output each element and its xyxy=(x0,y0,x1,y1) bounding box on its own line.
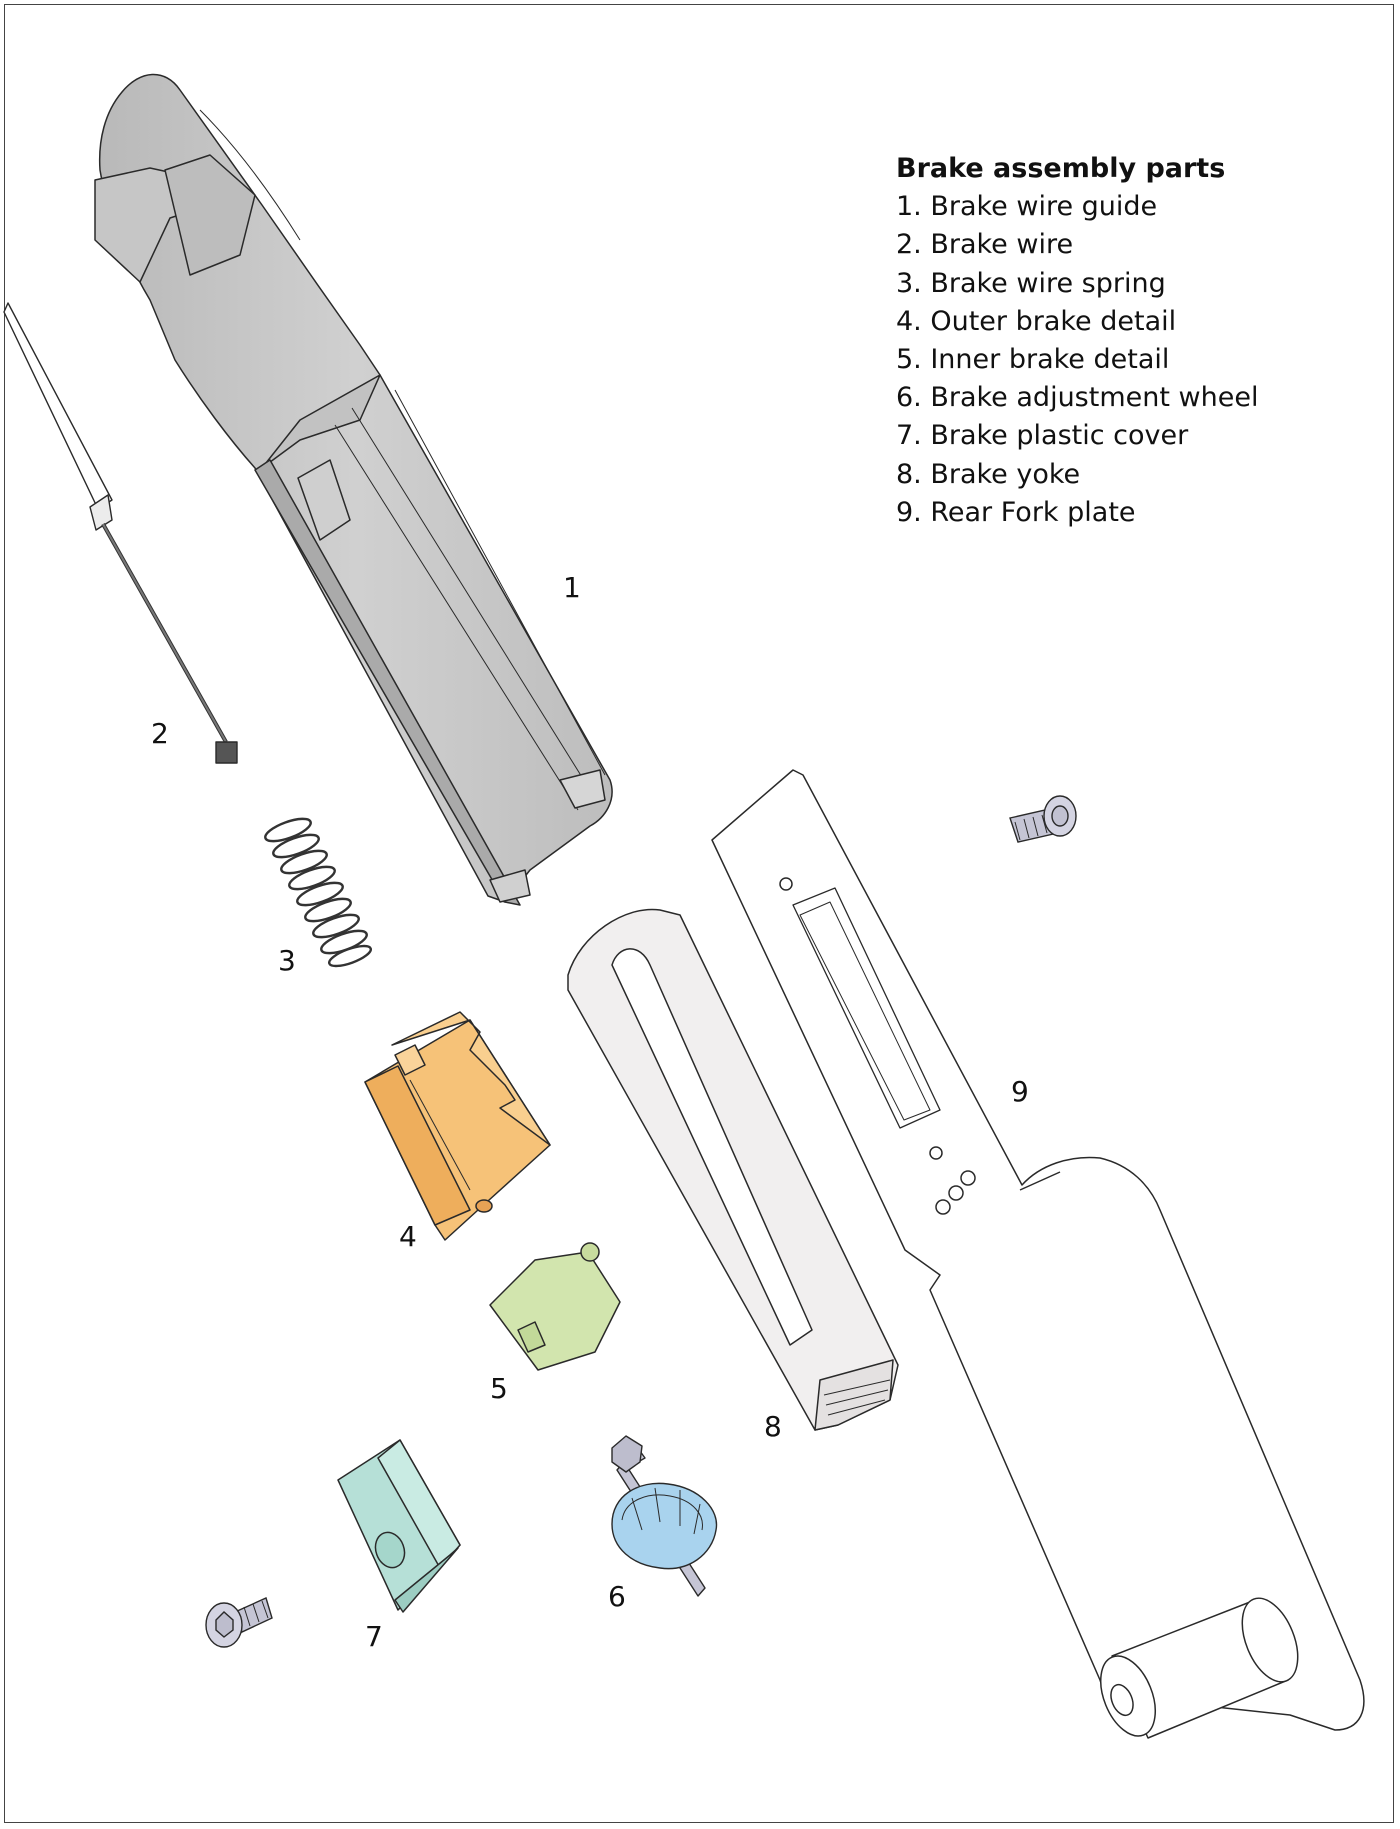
callout-8: 8 xyxy=(764,1410,782,1443)
legend-title: Brake assembly parts xyxy=(896,153,1226,184)
callout-2: 2 xyxy=(151,717,169,750)
brake-yoke-part xyxy=(567,908,899,1431)
outer-brake-detail-part xyxy=(364,1011,551,1241)
legend-item-9: 9. Rear Fork plate xyxy=(896,496,1136,528)
diagram-frame xyxy=(4,4,1394,1823)
callout-6: 6 xyxy=(608,1580,626,1613)
brake-plastic-cover-part xyxy=(337,1439,461,1613)
inner-brake-detail-part xyxy=(489,1242,621,1371)
legend-item-3: 3. Brake wire spring xyxy=(896,267,1166,299)
callout-1: 1 xyxy=(563,571,581,604)
rear-fork-plate-part xyxy=(711,769,1365,1739)
callout-9: 9 xyxy=(1011,1075,1029,1108)
legend-item-4: 4. Outer brake detail xyxy=(896,305,1177,337)
plastic-cover-screw xyxy=(205,1597,273,1648)
callout-4: 4 xyxy=(399,1220,417,1253)
legend-item-5: 5. Inner brake detail xyxy=(896,344,1170,376)
legend: Brake assembly parts 1. Brake wire guide… xyxy=(896,150,1258,532)
fork-plate-screw xyxy=(1009,795,1077,843)
legend-item-8: 8. Brake yoke xyxy=(896,458,1081,490)
callout-3: 3 xyxy=(278,944,296,977)
legend-item-6: 6. Brake adjustment wheel xyxy=(896,382,1259,414)
brake-wire-guide-part xyxy=(94,73,613,906)
brake-adjustment-wheel-part xyxy=(611,1435,718,1597)
brake-wire-spring-part xyxy=(264,817,373,968)
callout-5: 5 xyxy=(490,1372,508,1405)
brake-wire-part xyxy=(3,302,238,764)
legend-item-2: 2. Brake wire xyxy=(896,229,1074,261)
callout-7: 7 xyxy=(365,1620,383,1653)
legend-item-1: 1. Brake wire guide xyxy=(896,191,1158,223)
legend-item-7: 7. Brake plastic cover xyxy=(896,420,1189,452)
